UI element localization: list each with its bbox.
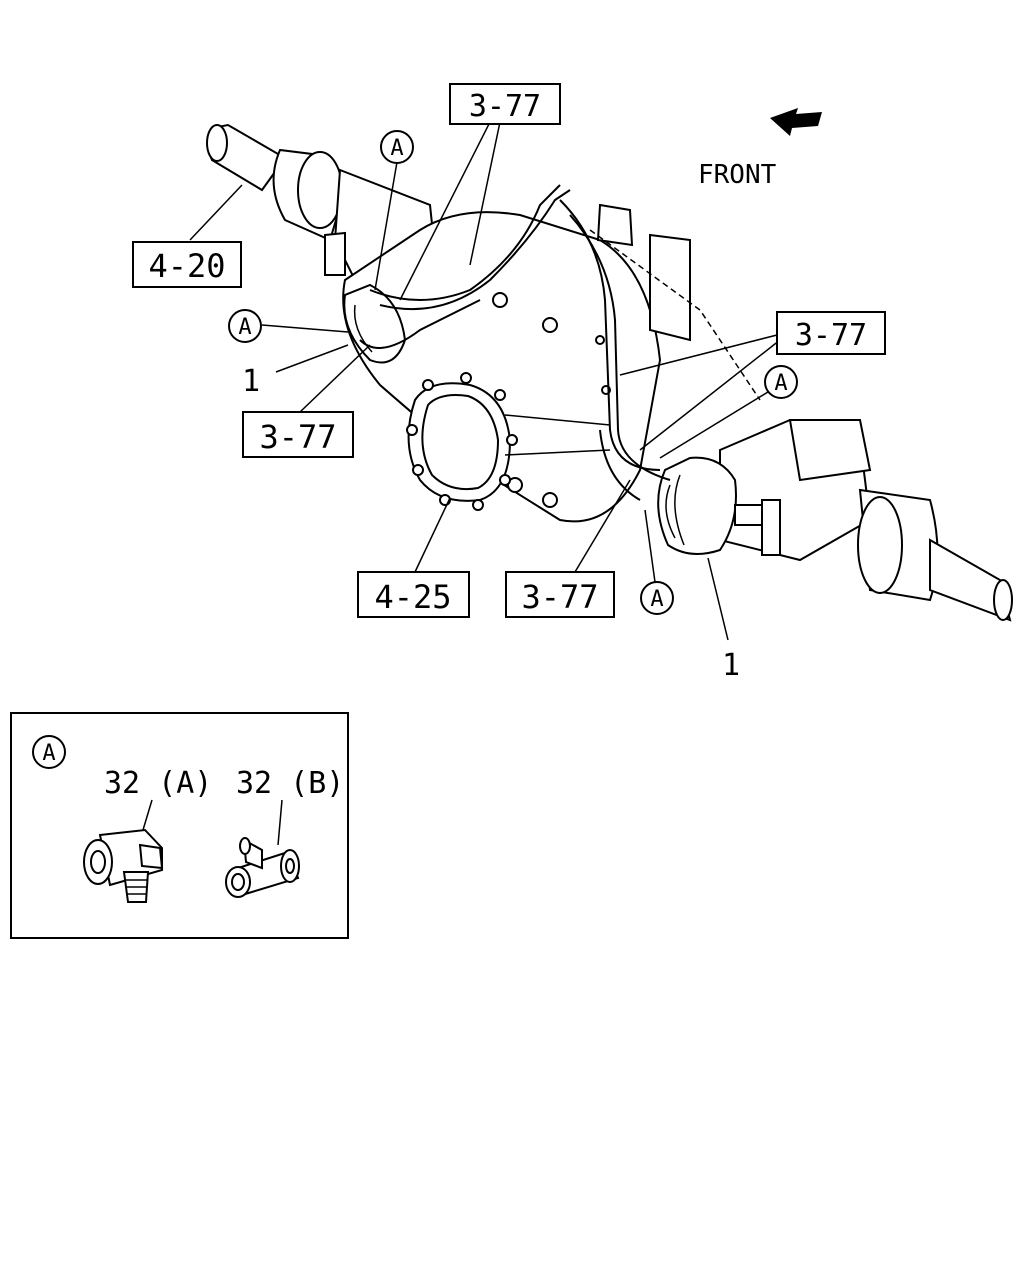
callout-pipe-left: 3-77	[242, 411, 354, 458]
item-number-chamber-right: 1	[722, 648, 740, 683]
arrow-left-icon	[770, 108, 822, 136]
fitting-elbow-a	[83, 828, 164, 903]
detail-ref-top: A	[380, 130, 414, 164]
air-pipes	[359, 184, 671, 501]
detail-ref-right: A	[764, 365, 798, 399]
svg-text:3-77: 3-77	[795, 318, 867, 353]
brake-chamber-right	[657, 456, 781, 556]
front-label: FRONT	[698, 160, 777, 190]
front-direction-indicator: FRONT	[698, 108, 822, 190]
item-number-chamber-left: 1	[242, 364, 260, 399]
callout-pipe-bottom: 3-77	[505, 571, 615, 618]
callout-pipe-right: 3-77	[776, 311, 886, 355]
detail-ref-bottom: A	[640, 581, 674, 615]
callout-pipe-top: 3-77	[449, 83, 561, 125]
svg-text:A: A	[774, 371, 787, 396]
differential-cover	[406, 372, 611, 511]
svg-text:A: A	[650, 587, 663, 612]
svg-text:A: A	[42, 741, 55, 766]
part-b-label: 32 (B)	[236, 766, 344, 801]
svg-text:4-25: 4-25	[374, 578, 451, 616]
detail-box-a: A 32 (A) 32 (B)	[10, 712, 349, 939]
svg-text:4-20: 4-20	[148, 247, 225, 285]
detail-ref-left: A	[228, 309, 262, 343]
detail-box-ref: A	[32, 735, 66, 769]
callout-axle-left: 4-20	[132, 241, 242, 288]
brake-chamber-left	[343, 283, 407, 364]
fitting-tee-b	[225, 837, 300, 898]
callout-cover: 4-25	[357, 571, 470, 618]
svg-text:A: A	[238, 315, 251, 340]
axle-assembly-drawing	[206, 123, 1013, 622]
part-a-label: 32 (A)	[104, 766, 212, 801]
svg-text:3-77: 3-77	[521, 578, 598, 616]
svg-text:3-77: 3-77	[469, 89, 541, 124]
leader-lines	[189, 121, 781, 641]
svg-text:A: A	[390, 136, 403, 161]
svg-text:3-77: 3-77	[259, 418, 336, 456]
housing-bolts	[492, 292, 611, 508]
